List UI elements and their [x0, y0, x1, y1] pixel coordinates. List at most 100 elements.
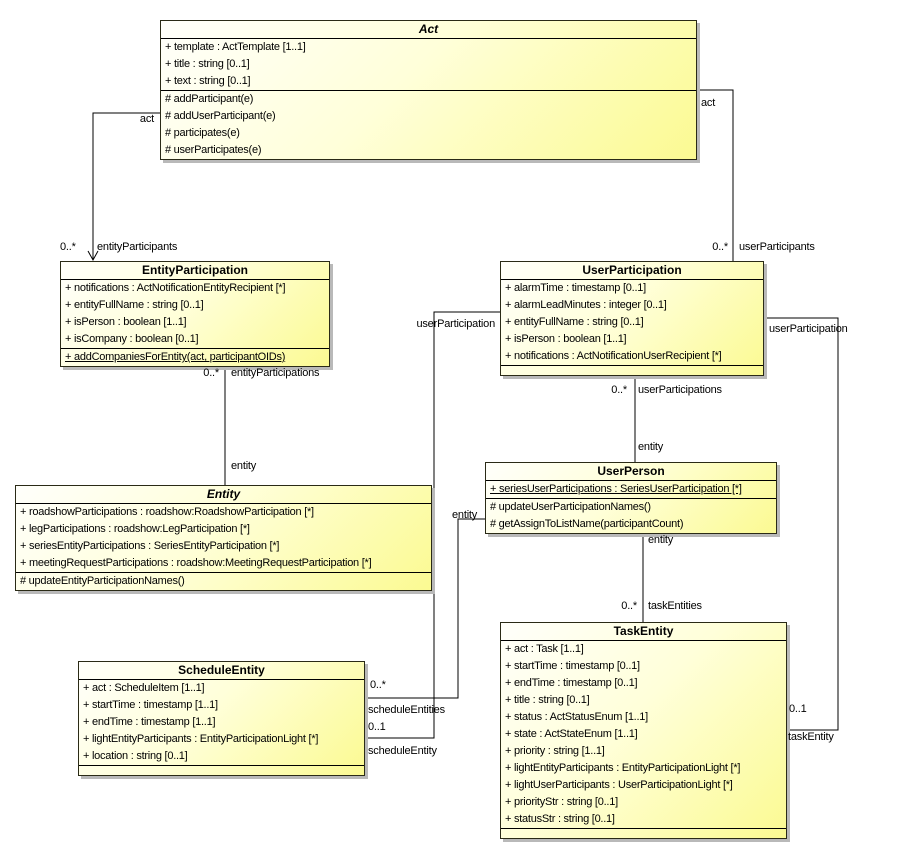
class-member: + priorityStr : string [0..1] — [505, 796, 618, 808]
class-member: + legParticipations : roadshow:LegPartic… — [20, 523, 250, 535]
operations-compartment: + addCompaniesForEntity(act, participant… — [61, 348, 329, 366]
class-member: + location : string [0..1] — [83, 750, 188, 762]
class-title-entity: Entity — [16, 486, 431, 504]
class-member: + startTime : timestamp [1..1] — [83, 699, 218, 711]
role-label: userParticipants — [739, 241, 815, 253]
class-member: + alarmTime : timestamp [0..1] — [505, 282, 646, 294]
class-title-userperson: UserPerson — [486, 463, 776, 481]
role-label: entity — [452, 509, 478, 521]
class-act[interactable]: Act + template : ActTemplate [1..1] + tit… — [160, 20, 697, 160]
class-member: + status : ActStatusEnum [1..1] — [505, 711, 648, 723]
class-userperson[interactable]: UserPerson + seriesUserParticipations : … — [485, 462, 777, 534]
role-label: taskEntity — [788, 731, 834, 743]
class-member: # updateUserParticipationNames() — [490, 501, 651, 513]
class-member: # getAssignToListName(participantCount) — [490, 518, 684, 530]
class-member: # addUserParticipant(e) — [165, 110, 276, 122]
operations-compartment — [79, 765, 364, 775]
class-member: + title : string [0..1] — [505, 694, 590, 706]
operations-compartment: # updateEntityParticipationNames() — [16, 572, 431, 590]
multiplicity-label: 0..* — [611, 384, 627, 396]
role-label: act — [139, 113, 154, 125]
role-label: userParticipations — [638, 384, 722, 396]
multiplicity-label: 0..1 — [368, 721, 386, 733]
class-member: + alarmLeadMinutes : integer [0..1] — [505, 299, 667, 311]
role-label: scheduleEntities — [368, 704, 445, 716]
class-member: + entityFullName : string [0..1] — [505, 316, 644, 328]
attributes-compartment: + notifications : ActNotificationEntityR… — [61, 280, 329, 348]
class-member: + notifications : ActNotificationEntityR… — [65, 282, 286, 294]
class-scheduleentity[interactable]: ScheduleEntity + act : ScheduleItem [1..… — [78, 661, 365, 776]
open-arrowhead-icon — [87, 250, 99, 262]
class-taskentity[interactable]: TaskEntity + act : Task [1..1] + startTim… — [500, 622, 787, 839]
class-member: + title : string [0..1] — [165, 58, 250, 70]
association-userparticipation-taskentity[interactable] — [762, 317, 839, 731]
class-member: + lightUserParticipants : UserParticipat… — [505, 779, 733, 791]
class-member: + lightEntityParticipants : EntityPartic… — [83, 733, 319, 745]
role-label: userParticipation — [769, 323, 848, 335]
class-member: + endTime : timestamp [1..1] — [83, 716, 216, 728]
class-title-userparticipation: UserParticipation — [501, 262, 763, 280]
role-label: entityParticipants — [97, 241, 178, 253]
class-member: + statusStr : string [0..1] — [505, 813, 615, 825]
class-member: + meetingRequestParticipations : roadsho… — [20, 557, 372, 569]
class-userparticipation[interactable]: UserParticipation + alarmTime : timestam… — [500, 261, 764, 376]
class-member: # participates(e) — [165, 127, 240, 139]
association-act-userparticipation[interactable] — [695, 89, 734, 261]
class-member: + roadshowParticipations : roadshow:Road… — [20, 506, 314, 518]
association-act-entityparticipation[interactable] — [92, 112, 160, 259]
association-userparticipation-scheduleentity[interactable] — [363, 311, 500, 739]
attributes-compartment: + template : ActTemplate [1..1] + title :… — [161, 39, 696, 90]
operations-compartment — [501, 365, 763, 375]
class-member: + act : Task [1..1] — [505, 643, 584, 655]
role-label: act — [701, 97, 716, 109]
multiplicity-label: 0..1 — [789, 703, 807, 715]
operations-compartment: # addParticipant(e) # addUserParticipant(… — [161, 90, 696, 159]
class-title-entityparticipation: EntityParticipation — [61, 262, 329, 280]
class-member: + notifications : ActNotificationUserRec… — [505, 350, 722, 362]
role-label: entity — [648, 534, 674, 546]
class-member: + template : ActTemplate [1..1] — [165, 41, 306, 53]
role-label: scheduleEntity — [368, 745, 437, 757]
attributes-compartment: + act : ScheduleItem [1..1] + startTime :… — [79, 680, 364, 765]
role-label: entityParticipations — [231, 367, 320, 379]
attributes-compartment: + seriesUserParticipations : SeriesUserP… — [486, 481, 776, 498]
class-member: + entityFullName : string [0..1] — [65, 299, 204, 311]
multiplicity-label: 0..* — [370, 679, 386, 691]
attributes-compartment: + alarmTime : timestamp [0..1] + alarmLea… — [501, 280, 763, 365]
operations-compartment: # updateUserParticipationNames() # getAss… — [486, 498, 776, 533]
class-member: + seriesEntityParticipations : SeriesEnt… — [20, 540, 280, 552]
role-label: entity — [231, 460, 257, 472]
operations-compartment — [501, 828, 786, 838]
role-label: userParticipation — [416, 318, 495, 330]
class-member: + addCompaniesForEntity(act, participant… — [65, 351, 286, 363]
multiplicity-label: 0..* — [203, 367, 219, 379]
role-label: taskEntities — [648, 600, 702, 612]
class-entityparticipation[interactable]: EntityParticipation + notifications : Ac… — [60, 261, 330, 367]
class-member: # addParticipant(e) — [165, 93, 254, 105]
class-title-taskentity: TaskEntity — [501, 623, 786, 641]
class-member: + isCompany : boolean [0..1] — [65, 333, 199, 345]
attributes-compartment: + roadshowParticipations : roadshow:Road… — [16, 504, 431, 572]
class-member: + text : string [0..1] — [165, 75, 251, 87]
class-title-act: Act — [161, 21, 696, 39]
association-userperson-scheduleentity[interactable] — [363, 518, 485, 699]
multiplicity-label: 0..* — [621, 600, 637, 612]
class-member: # updateEntityParticipationNames() — [20, 575, 185, 587]
multiplicity-label: 0..* — [60, 241, 76, 253]
class-member: + isPerson : boolean [1..1] — [65, 316, 187, 328]
class-member: + endTime : timestamp [0..1] — [505, 677, 638, 689]
class-member: + act : ScheduleItem [1..1] — [83, 682, 205, 694]
class-member: + isPerson : boolean [1..1] — [505, 333, 627, 345]
class-member: + priority : string [1..1] — [505, 745, 605, 757]
class-entity[interactable]: Entity + roadshowParticipations : roadsh… — [15, 485, 432, 591]
class-member: + lightEntityParticipants : EntityPartic… — [505, 762, 741, 774]
role-label: entity — [638, 441, 664, 453]
class-member: # userParticipates(e) — [165, 144, 262, 156]
class-member: + seriesUserParticipations : SeriesUserP… — [490, 483, 742, 495]
class-member: + startTime : timestamp [0..1] — [505, 660, 640, 672]
multiplicity-label: 0..* — [712, 241, 728, 253]
class-title-scheduleentity: ScheduleEntity — [79, 662, 364, 680]
class-member: + state : ActStateEnum [1..1] — [505, 728, 638, 740]
